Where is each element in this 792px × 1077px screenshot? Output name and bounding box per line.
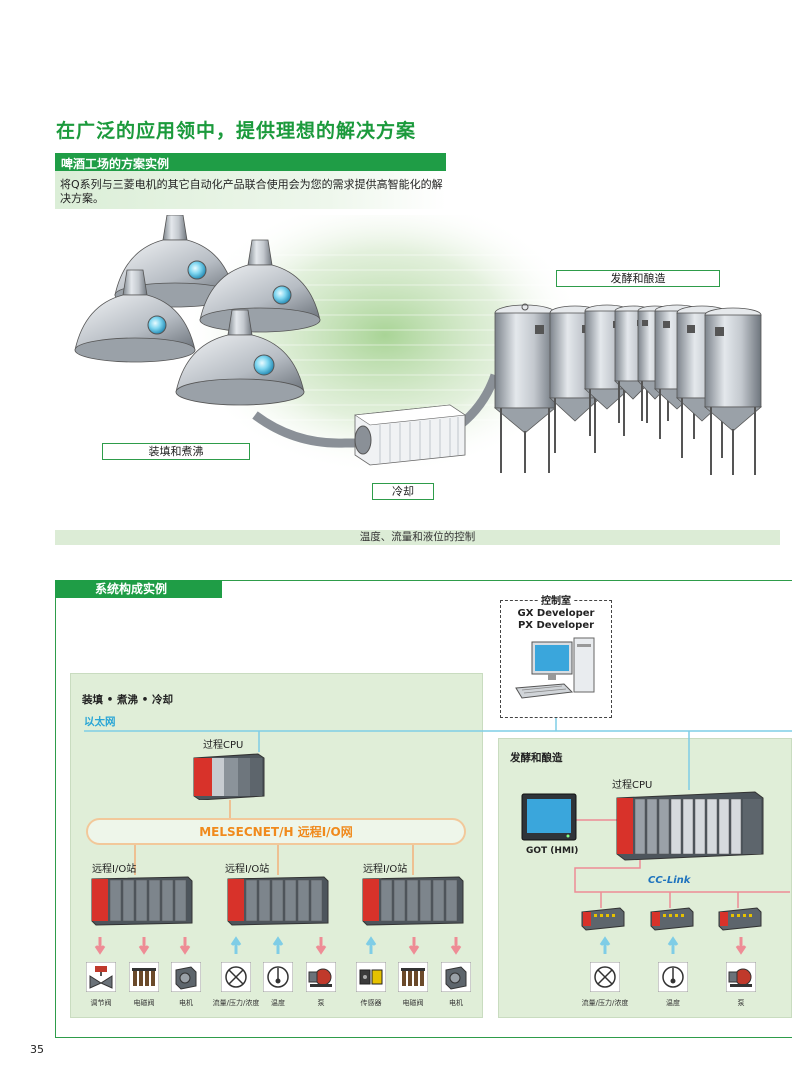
io-arrows-right: [599, 936, 747, 955]
temperature-sensor-icon-1: [263, 962, 293, 992]
device-label-temp-1: 温度: [271, 999, 285, 1007]
page-number: 35: [30, 1043, 44, 1056]
cclink-io-module-3: [718, 907, 762, 931]
kettle-group: [74, 215, 321, 406]
station-label-1: 远程I/O站: [92, 864, 137, 875]
process-cpu-left: [193, 753, 265, 800]
device-label-temp-2: 温度: [666, 999, 680, 1007]
remote-io-station-1: [91, 876, 193, 926]
label-cooling: 冷却: [372, 483, 434, 500]
right-cpu-label: 过程CPU: [612, 780, 653, 791]
pc-workstation-icon: [515, 637, 595, 699]
px-developer-label: PX Developer: [517, 620, 595, 631]
device-label-motor-2: 电机: [449, 999, 463, 1007]
flow-pressure-sensor-icon-2: [590, 962, 620, 992]
device-label-flow-1: 流量/压力/浓度: [212, 999, 260, 1007]
pump-icon-2: [726, 962, 756, 992]
cclink-io-module-2: [650, 907, 694, 931]
zone-left-title: 装填 • 煮沸 • 冷却: [82, 694, 174, 706]
page-title: 在广泛的应用领中，提供理想的解决方案: [56, 120, 417, 142]
device-label-flow-2: 流量/压力/浓度: [581, 999, 629, 1007]
control-valve-icon: [86, 962, 116, 992]
station-label-2: 远程I/O站: [225, 864, 270, 875]
sensor-icon: [356, 962, 386, 992]
section-label: 啤酒工场的方案实例: [61, 157, 170, 171]
label-fermentation: 发酵和酿造: [556, 270, 720, 287]
intro-box: [55, 171, 446, 209]
station-label-3: 远程I/O站: [363, 864, 408, 875]
cooler-unit: [354, 404, 466, 466]
melsecnet-capsule: [86, 818, 466, 845]
device-label-pump-1: 泵: [317, 999, 325, 1007]
device-label-sensor: 传感器: [360, 999, 382, 1007]
device-label-motor-1: 电机: [179, 999, 193, 1007]
device-label-control-valve: 调节阀: [90, 999, 112, 1007]
cclink-io-module-1: [581, 907, 625, 931]
got-hmi-icon: [521, 793, 577, 841]
melsecnet-label: MELSECNET/H 远程I/O网: [199, 825, 353, 839]
remote-io-station-2: [227, 876, 329, 926]
device-label-pump-2: 泵: [737, 999, 745, 1007]
solenoid-valve-icon-2: [398, 962, 428, 992]
remote-io-station-3: [362, 876, 464, 926]
got-label: GOT (HMI): [526, 846, 579, 856]
process-cpu-right: [616, 791, 764, 861]
motor-icon-1: [171, 962, 201, 992]
temperature-sensor-icon-2: [658, 962, 688, 992]
control-room-title: 控制室: [538, 596, 574, 607]
label-fill-boil: 装填和煮沸: [102, 443, 250, 460]
zone-right-title: 发酵和酿造: [510, 752, 563, 764]
brewery-illustration: [74, 215, 763, 475]
left-cpu-label: 过程CPU: [203, 740, 244, 751]
scene-caption: 温度、流量和液位的控制: [55, 530, 780, 545]
motor-icon-2: [441, 962, 471, 992]
intro-text: 将Q系列与三菱电机的其它自动化产品联合使用会为您的需求提供高智能化的解决方案。: [60, 178, 443, 205]
device-label-solenoid-1: 电磁阀: [133, 999, 155, 1007]
ethernet-label: 以太网: [84, 716, 116, 728]
system-frame: [55, 580, 792, 1038]
solenoid-valve-icon-1: [129, 962, 159, 992]
io-arrows-left: [94, 936, 462, 955]
system-tab: 系统构成实例: [55, 580, 222, 598]
fermentation-tanks: [493, 303, 763, 475]
gx-developer-label: GX Developer: [517, 608, 595, 619]
cclink-label: CC-Link: [648, 875, 691, 886]
section-label-bar: 啤酒工场的方案实例: [55, 153, 446, 171]
pump-icon-1: [306, 962, 336, 992]
device-label-solenoid-2: 电磁阀: [402, 999, 424, 1007]
flow-pressure-sensor-icon-1: [221, 962, 251, 992]
control-room-labels: 控制室 GX Developer PX Developer: [500, 596, 612, 632]
